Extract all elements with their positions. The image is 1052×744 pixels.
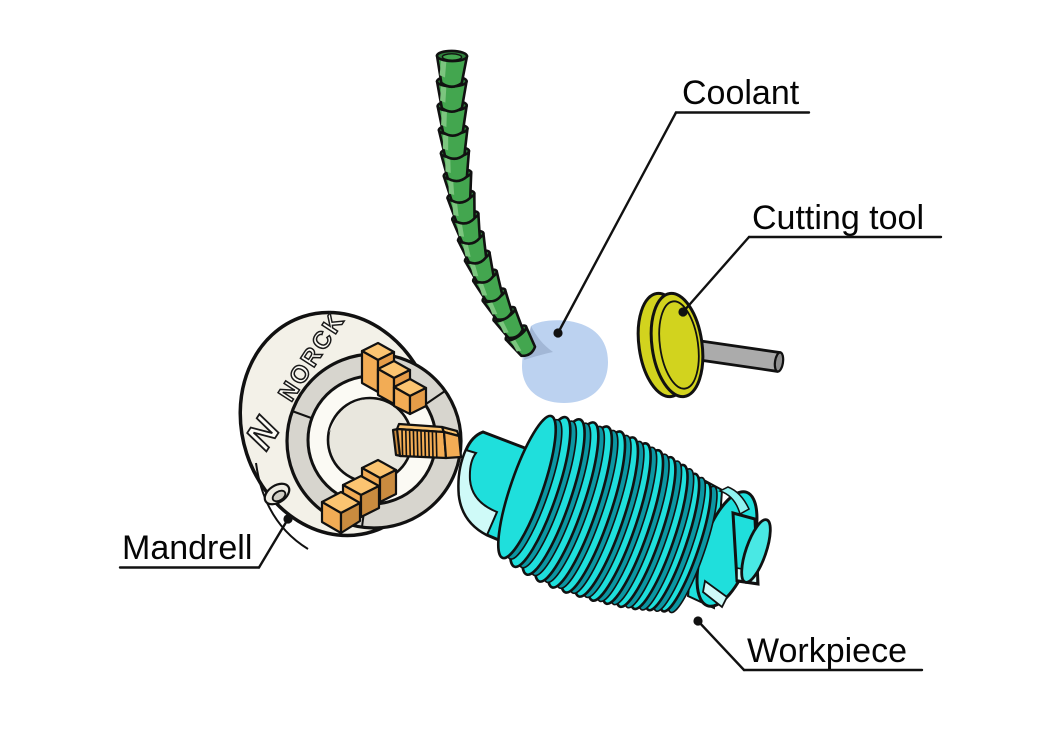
mandrell-chuck: N NORCK (237, 307, 463, 550)
right-stub-cap (740, 518, 772, 584)
end-face-highlight (718, 486, 750, 516)
callout-coolant: Coolant (553, 74, 811, 338)
label-coolant: Coolant (682, 74, 800, 112)
workpiece (457, 414, 772, 614)
cutting-tool (636, 291, 785, 399)
label-mandrell: Mandrell (122, 529, 252, 567)
left-stub-chamfer (457, 448, 499, 537)
tool-disc-face (649, 291, 705, 399)
knurl-ridge (431, 432, 434, 458)
knurl-ridge (408, 430, 411, 456)
coolant-hose (435, 49, 537, 358)
ring-seam (291, 410, 315, 420)
coolant-droplet (522, 320, 608, 403)
tool-disc-inner-line (658, 300, 700, 390)
label-cutting-tool: Cutting tool (752, 199, 924, 237)
bottom-jaw-face (339, 501, 362, 535)
leader-dot (553, 328, 563, 338)
workpiece-threads (496, 414, 718, 614)
thread-ring (496, 414, 558, 560)
droplet-body (522, 320, 608, 403)
top-jaw-face (408, 386, 428, 416)
ring-seam (425, 390, 446, 405)
knurl-ridge (427, 432, 430, 458)
end-face-chamfer (702, 579, 729, 609)
tool-shaft-cap (773, 351, 785, 373)
knurl-ridge (401, 430, 404, 456)
knurl-ridge (405, 430, 408, 456)
knurl-ridge (424, 431, 427, 457)
chuck-jaws (320, 341, 463, 535)
callout-cutting-tool: Cutting tool (678, 199, 943, 317)
callout-workpiece: Workpiece (693, 616, 924, 672)
recess-highlight (329, 399, 367, 433)
label-workpiece: Workpiece (747, 632, 907, 670)
knurl-ridge (412, 431, 415, 457)
knurl-ridge (420, 431, 423, 457)
annotations: Coolant Cutting tool Mandrell Workpiece (118, 74, 943, 672)
knurl-jaw-block (442, 430, 463, 460)
chuck-mount-hole-inner (271, 489, 287, 503)
knurl-ridge (435, 432, 438, 458)
callout-mandrell: Mandrell (118, 514, 293, 569)
chuck-edge-line (255, 462, 309, 550)
leader-dot (283, 514, 293, 524)
hose-segment (435, 49, 469, 89)
leader-dot (693, 616, 703, 626)
leader-dot (678, 307, 688, 317)
knurl-ridge (416, 431, 419, 457)
